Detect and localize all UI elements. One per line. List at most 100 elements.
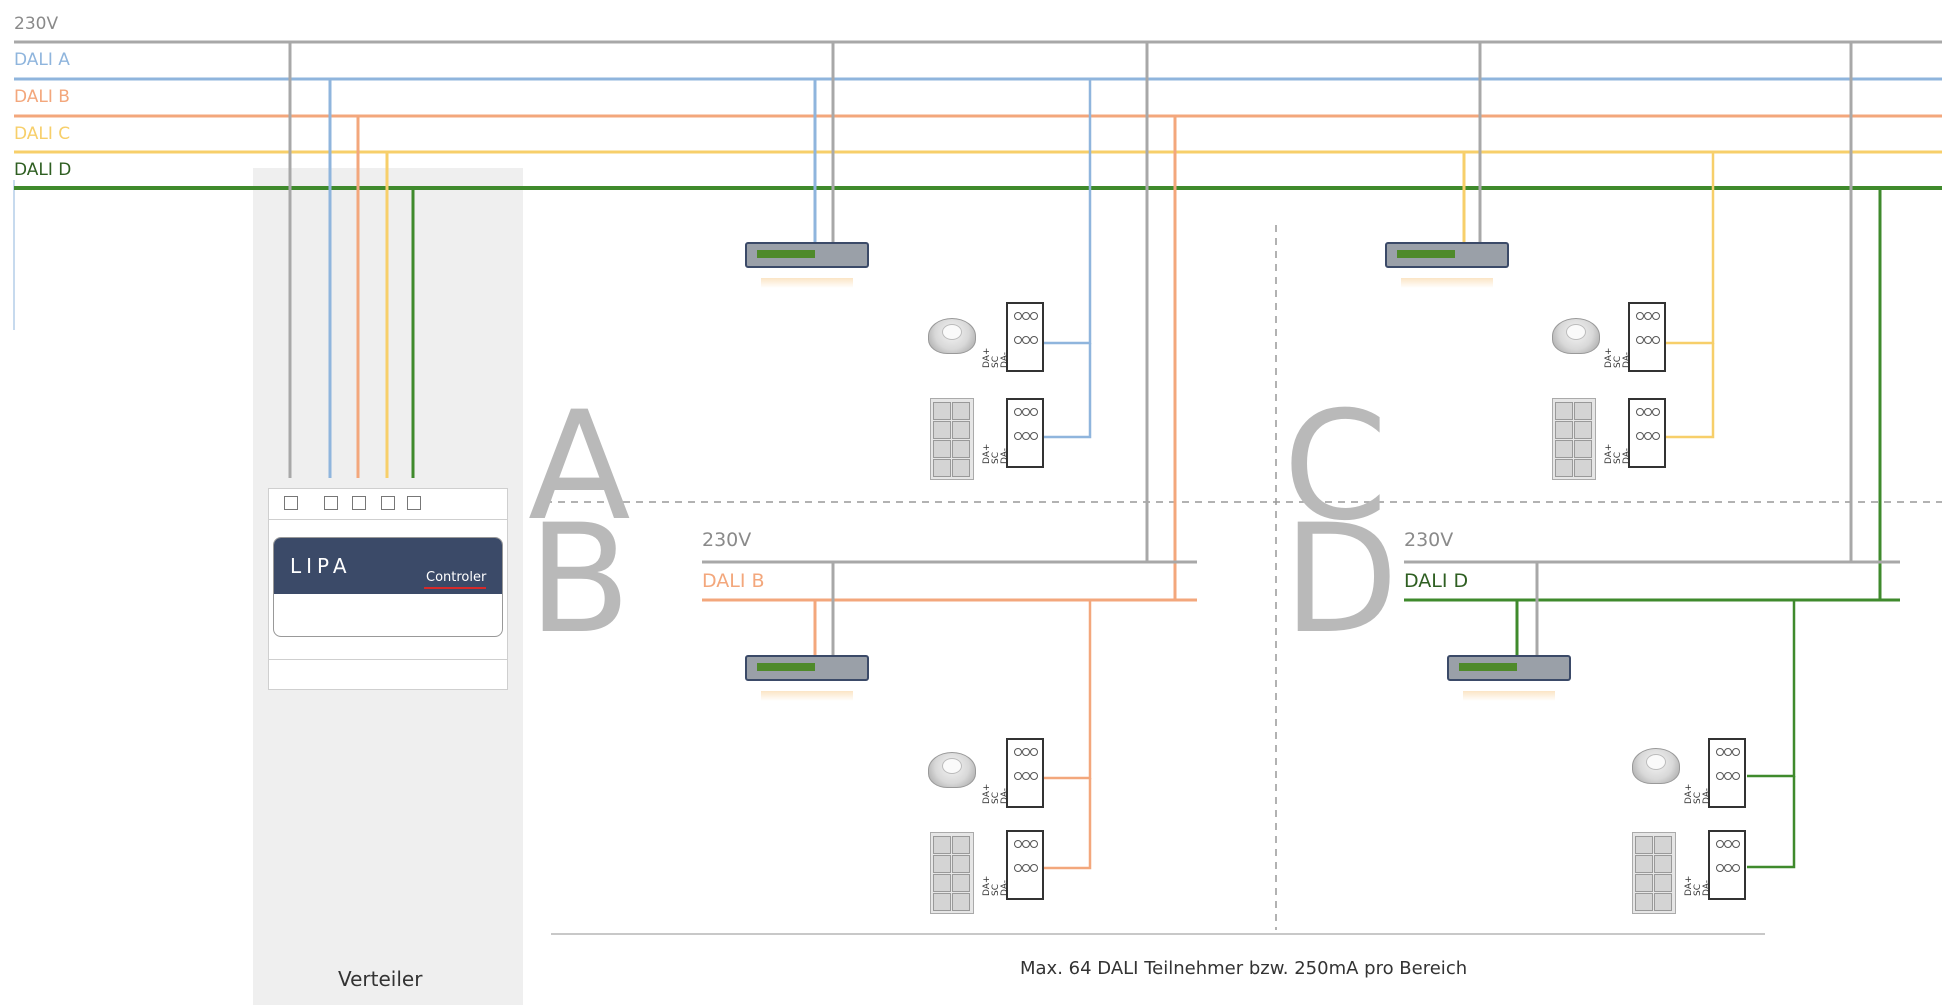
terminal-label-da: DA-: [1000, 880, 1010, 896]
pushbutton-key[interactable]: [952, 893, 970, 911]
terminal-screw: [1644, 432, 1652, 440]
terminal-screw: [1022, 432, 1030, 440]
bus-label-dali-c: DALI C: [14, 124, 71, 144]
terminal-label-da: DA-: [1000, 788, 1010, 804]
pushbutton-key[interactable]: [952, 459, 970, 477]
terminal-screw: [1652, 336, 1660, 344]
sensor-lens: [942, 324, 962, 340]
pushbutton-key[interactable]: [952, 874, 970, 892]
pushbutton-key[interactable]: [933, 855, 951, 873]
pushbutton-key[interactable]: [1555, 459, 1573, 477]
terminal-screw: [1030, 408, 1038, 416]
pushbutton-key[interactable]: [1635, 874, 1653, 892]
zone-letter-b: B: [528, 493, 631, 667]
pushbutton-key[interactable]: [933, 893, 951, 911]
terminal-screw: [1716, 864, 1724, 872]
terminal-screw: [1030, 336, 1038, 344]
pushbutton-key[interactable]: [1574, 421, 1592, 439]
pushbutton-key[interactable]: [1555, 440, 1573, 458]
terminal-label-da: DA-: [1622, 448, 1632, 464]
sub-bus-b-230v-label: 230V: [702, 529, 752, 551]
zone-b-button-wire: [1042, 778, 1092, 870]
terminal-screw: [1724, 864, 1732, 872]
pushbutton-key[interactable]: [1635, 855, 1653, 873]
pushbutton-key[interactable]: [1574, 402, 1592, 420]
terminal-screw: [1724, 772, 1732, 780]
pushbutton-key[interactable]: [952, 836, 970, 854]
controller-label: Controler: [426, 570, 487, 585]
controller-terminal-screw: [381, 496, 395, 510]
terminal-screw: [1030, 840, 1038, 848]
sensor-lens: [1566, 324, 1586, 340]
luminaire-led-strip: [757, 663, 815, 671]
sensor-lens: [942, 758, 962, 774]
terminal-screw: [1636, 432, 1644, 440]
zone-a-button-wire: [1042, 343, 1092, 439]
terminal-screw: [1022, 336, 1030, 344]
terminal-screw: [1022, 312, 1030, 320]
terminal-screw: [1724, 748, 1732, 756]
zone-c-sensor-wire: [1666, 152, 1715, 345]
pushbutton-key[interactable]: [1654, 855, 1672, 873]
terminal-screw: [1014, 408, 1022, 416]
terminal-screw: [1716, 772, 1724, 780]
pushbutton-key[interactable]: [1635, 836, 1653, 854]
terminal-screw: [1732, 772, 1740, 780]
controller-base: [269, 659, 507, 660]
sub-bus-b-dali-label: DALI B: [702, 570, 765, 592]
pushbutton-key[interactable]: [1654, 874, 1672, 892]
terminal-screw: [1030, 772, 1038, 780]
controller-terminal-screw: [324, 496, 338, 510]
pushbutton-key[interactable]: [933, 402, 951, 420]
terminal-screw: [1022, 408, 1030, 416]
pushbutton-key[interactable]: [933, 874, 951, 892]
terminal-screw: [1652, 432, 1660, 440]
zone-d-button-wire: [1747, 776, 1796, 869]
pushbutton-key[interactable]: [1635, 893, 1653, 911]
terminal-screw: [1732, 864, 1740, 872]
verteiler-label: Verteiler: [338, 967, 423, 991]
pushbutton-key[interactable]: [933, 836, 951, 854]
terminal-screw: [1716, 748, 1724, 756]
pushbutton-key[interactable]: [1654, 893, 1672, 911]
zone-d-sensor-wire: [1747, 600, 1796, 778]
pushbutton-key[interactable]: [1574, 440, 1592, 458]
terminal-screw: [1014, 312, 1022, 320]
pushbutton-key[interactable]: [1574, 459, 1592, 477]
terminal-screw: [1022, 840, 1030, 848]
footer-note: Max. 64 DALI Teilnehmer bzw. 250mA pro B…: [1020, 958, 1468, 979]
controller-unit: LIPA Controler: [268, 488, 508, 690]
bus-label-dali-a: DALI A: [14, 50, 70, 70]
terminal-screw: [1014, 772, 1022, 780]
pushbutton-key[interactable]: [1654, 836, 1672, 854]
luminaire-led-strip: [1459, 663, 1517, 671]
terminal-screw: [1014, 864, 1022, 872]
pushbutton-key[interactable]: [933, 421, 951, 439]
terminal-screw: [1732, 748, 1740, 756]
zone-b-sensor-wire: [1042, 600, 1092, 780]
zone-a-sensor-wire: [1042, 79, 1092, 345]
luminaire-glow: [1463, 691, 1555, 701]
pushbutton-key[interactable]: [1555, 402, 1573, 420]
terminal-screw: [1652, 312, 1660, 320]
pushbutton-key[interactable]: [952, 440, 970, 458]
pushbutton-key[interactable]: [952, 402, 970, 420]
sensor-lens: [1646, 754, 1666, 770]
bus-label-230v: 230V: [14, 14, 59, 34]
bus-label-dali-b: DALI B: [14, 87, 70, 107]
pushbutton-key[interactable]: [933, 459, 951, 477]
terminal-screw: [1022, 748, 1030, 756]
pushbutton-key[interactable]: [1555, 421, 1573, 439]
luminaire-glow: [1401, 278, 1493, 288]
terminal-screw: [1030, 748, 1038, 756]
pushbutton-key[interactable]: [933, 440, 951, 458]
controller-terminal-screw: [407, 496, 421, 510]
terminal-screw: [1014, 840, 1022, 848]
pushbutton-key[interactable]: [952, 421, 970, 439]
terminal-screw: [1644, 336, 1652, 344]
pushbutton-key[interactable]: [952, 855, 970, 873]
terminal-screw: [1022, 772, 1030, 780]
sub-bus-d-dali-label: DALI D: [1404, 570, 1469, 592]
